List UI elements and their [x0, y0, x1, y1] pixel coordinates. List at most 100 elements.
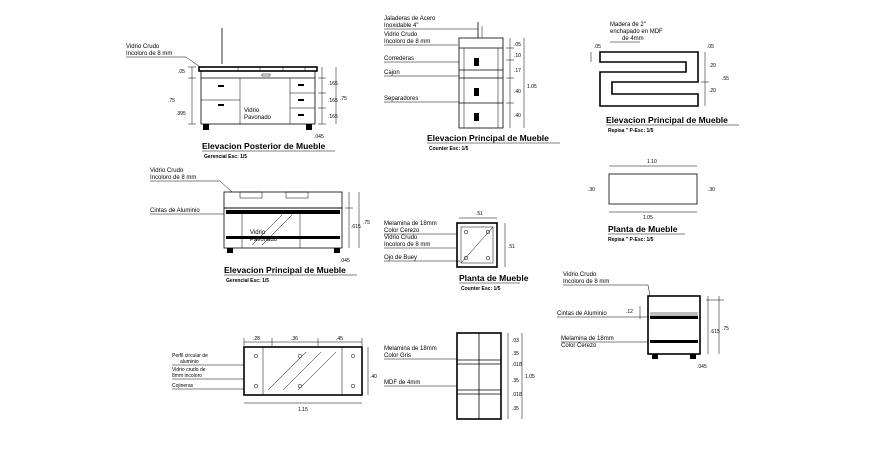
subtitle: Repisa " P-Esc: 1/5 — [608, 237, 654, 243]
note-color: Color Cerezo — [384, 228, 420, 234]
dim-right-4: .018 — [512, 392, 522, 398]
title: Planta de Mueble — [608, 224, 678, 234]
note-perfil: Perfil circular de — [172, 353, 208, 359]
note-incoloro: 8mm incoloro — [172, 373, 202, 379]
dim-right-0: .165 — [328, 81, 338, 87]
title: Elevacion Principal de Mueble — [606, 115, 728, 125]
subtitle: Counter Esc: 1/5 — [429, 146, 469, 152]
label-cajon: Cajon — [384, 70, 400, 76]
dim-0: .05 — [594, 44, 601, 50]
dim-right: .30 — [708, 187, 715, 193]
title: Elevacion Principal de Mueble — [224, 265, 346, 275]
plan-shelf: 1.10 .30 .30 1.05 Planta de Mueble Repis… — [588, 159, 715, 243]
subtitle: Gerencial Esc: 1/5 — [204, 154, 247, 160]
dim-left: .30 — [588, 187, 595, 193]
note-cintas: Cintas de Aluminio — [557, 311, 607, 317]
dim-left-2: .395 — [176, 111, 186, 117]
note-incoloro: Incoloro de 8 mm — [563, 279, 609, 285]
note-vidrio-crudo: Vidrio Crudo — [384, 32, 418, 38]
dim-bottom: .045 — [314, 134, 324, 140]
dim-left-0: .05 — [178, 69, 185, 75]
dim-right-4: .40 — [514, 113, 521, 119]
dim-right: .51 — [508, 244, 515, 250]
title: Planta de Mueble — [459, 273, 529, 283]
label-correderas: Correderas — [384, 56, 414, 62]
dim-4: .55 — [722, 76, 729, 82]
note-vidrio-crudo: Vidrio Crudo — [150, 168, 184, 174]
dim-top: 1.10 — [647, 159, 657, 165]
subtitle: Gerencial Esc: 1/5 — [226, 278, 269, 284]
note-enchapado: enchapado en MDF — [610, 29, 663, 35]
dim-top-1: .36 — [291, 336, 298, 342]
dim-left: .40 — [370, 374, 377, 380]
dim-1: .615 — [710, 329, 720, 335]
note-incoloro: Incoloro de 8 mm — [384, 39, 430, 45]
subtitle: Counter Esc: 1/5 — [461, 286, 501, 292]
label-separadores: Separadores — [384, 96, 418, 102]
dim-total: .75 — [363, 220, 370, 226]
title: Elevacion Posterior de Mueble — [202, 141, 326, 151]
note-vidrio-crudo: Vidrio crudo de — [172, 367, 206, 373]
dim-top-2: .45 — [336, 336, 343, 342]
dim-bottom: .045 — [340, 258, 350, 264]
note-melamina: Melamina de 18mm — [384, 346, 437, 352]
dim-bottom: 1.15 — [298, 407, 308, 413]
note-vidrio-crudo: Vidrio Crudo — [384, 235, 418, 241]
dim-left-1: .75 — [168, 98, 175, 104]
dim-right-2: .018 — [512, 362, 522, 368]
rear-elevation: Vidrio Crudo Incoloro de 8 mm Vidrio Pav… — [126, 28, 347, 160]
dim-right-0: .05 — [514, 42, 521, 48]
dim-0: .12 — [626, 309, 633, 315]
dim-right-2: .17 — [514, 68, 521, 74]
note-cojineras: Cojineras — [172, 383, 194, 389]
dim-right-3: .40 — [514, 89, 521, 95]
dim-2: .20 — [709, 63, 716, 69]
dim-right-1: .165 — [328, 98, 338, 104]
note-ojo-buey: Ojo de Buey — [384, 255, 417, 261]
dim-right-total: 1.05 — [527, 84, 537, 90]
note-inoxidable: Inoxidable 4" — [384, 23, 419, 29]
dim-bottom: 1.05 — [643, 215, 653, 221]
dim-inner: .615 — [351, 224, 361, 230]
dim-2: .75 — [722, 326, 729, 332]
label-vidrio: Vidrio — [244, 108, 260, 114]
dim-top-0: .28 — [253, 336, 260, 342]
title: Elevacion Principal de Mueble — [427, 133, 549, 143]
glass-top-plan: Perfil circular de aluminio Vidrio crudo… — [172, 336, 377, 413]
note-incoloro: Incoloro de 8 mm — [384, 242, 430, 248]
dim-right-1: .10 — [514, 53, 521, 59]
dim-3: .20 — [709, 88, 716, 94]
note-de-4mm: de 4mm — [622, 36, 644, 42]
dim-right-total: 1.05 — [525, 374, 535, 380]
subtitle: Repisa " P-Esc: 1/5 — [608, 128, 654, 134]
side-elevation: Vidrio Crudo Incoloro de 8 mm Cintas de … — [557, 272, 729, 370]
dim-3: .045 — [697, 364, 707, 370]
note-aluminio: aluminio — [180, 359, 199, 365]
dim-right-total: .75 — [340, 96, 347, 102]
note-melamina: Melamina de 18mm — [561, 336, 614, 342]
dim-right-5: .35 — [512, 406, 519, 412]
front-elevation-manager: Vidrio Crudo Incoloro de 8 mm Cintas de … — [150, 168, 370, 284]
dim-right-1: .35 — [512, 351, 519, 357]
note-color: Color Cerezo — [561, 343, 597, 349]
note-madera: Madera de 2" — [610, 22, 646, 28]
note-mdf: MDF de 4mm — [384, 380, 420, 386]
note-vidrio-crudo: Vidrio Crudo — [563, 272, 597, 278]
dim-right-2: .165 — [328, 114, 338, 120]
note-color: Color Gris — [384, 353, 411, 359]
label-pavonado: Pavonado — [244, 115, 272, 121]
front-elevation-counter: Jaladeras de Acero Inoxidable 4" Vidrio … — [384, 16, 560, 152]
plan-counter: .51 Melamina de 18mm Color Cerezo Vidrio… — [384, 211, 529, 292]
note-incoloro: Incoloro de 8 mm — [126, 51, 172, 57]
note-melamina: Melamina de 18mm — [384, 221, 437, 227]
note-cintas: Cintas de Aluminio — [150, 208, 200, 214]
note-vidrio-crudo: Vidrio Crudo — [126, 44, 160, 50]
dim-1: .05 — [707, 44, 714, 50]
label-vidrio: Vidrio — [250, 230, 266, 236]
label-pavonado: Pavonado — [250, 237, 278, 243]
note-jaladeras: Jaladeras de Acero — [384, 16, 436, 22]
note-incoloro: Incoloro de 8 mm — [150, 175, 196, 181]
dim-right-3: .35 — [512, 378, 519, 384]
dim-top: .51 — [476, 211, 483, 217]
